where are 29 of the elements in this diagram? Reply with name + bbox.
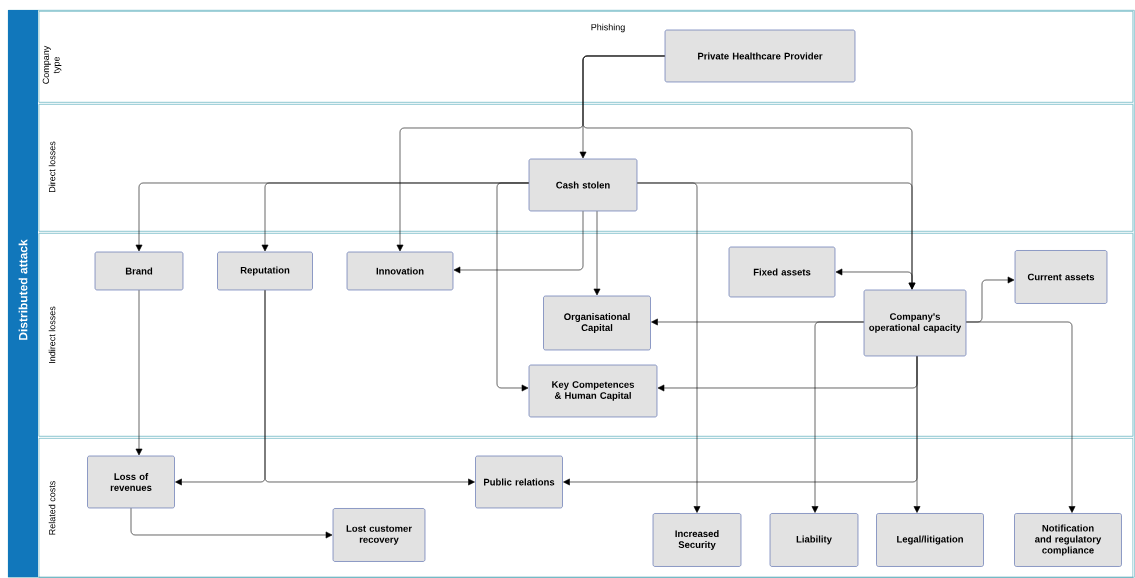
- process-box: Cash stolen: [528, 158, 638, 212]
- process-box: Key Competences & Human Capital: [528, 364, 658, 418]
- process-box: Increased Security: [652, 513, 742, 567]
- process-box: Legal/litigation: [876, 513, 984, 567]
- process-box: Liability: [769, 513, 859, 567]
- arrow: [811, 321, 864, 513]
- process-box: Notification and regulatory compliance: [1014, 513, 1122, 567]
- process-box: Loss of revenues: [87, 455, 175, 509]
- arrow: [835, 268, 913, 290]
- arrow: [135, 290, 143, 456]
- process-box: Innovation: [346, 251, 454, 291]
- process-box: Private Healthcare Provider: [664, 29, 856, 83]
- arrow: [593, 211, 601, 296]
- process-box: Current assets: [1014, 250, 1108, 304]
- arrow: [563, 356, 918, 486]
- process-box: Fixed assets: [728, 246, 836, 298]
- process-box: Reputation: [217, 251, 313, 291]
- process-box: Lost customer recovery: [332, 508, 426, 562]
- annotation: Phishing: [591, 23, 625, 33]
- arrow: [637, 182, 916, 290]
- process-box: Organisational Capital: [543, 295, 651, 351]
- process-box: Brand: [94, 251, 184, 291]
- arrow: [496, 182, 529, 392]
- arrow: [966, 321, 1076, 513]
- arrow: [130, 508, 333, 539]
- process-box: Public relations: [475, 455, 563, 509]
- process-box: Company's operational capacity: [863, 289, 967, 357]
- arrow: [453, 211, 584, 274]
- arrow: [264, 290, 475, 486]
